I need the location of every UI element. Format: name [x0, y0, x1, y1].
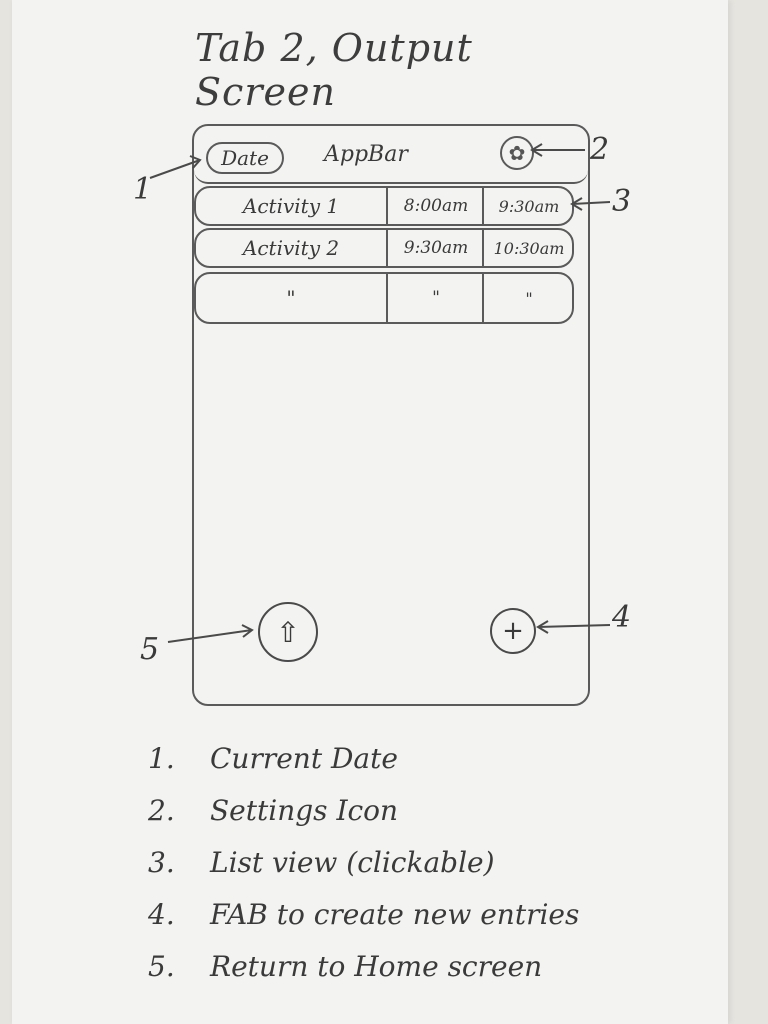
list-item[interactable]: " " "	[194, 272, 574, 324]
legend-number: 3.	[148, 845, 175, 879]
phone-frame: Date AppBar ✿ Activity 1 8:00am 9:30am A…	[192, 124, 590, 706]
legend-text: Return to Home screen	[210, 949, 543, 983]
activity-name: "	[286, 286, 296, 310]
activity-end-time: 10:30am	[482, 230, 574, 266]
add-entry-fab[interactable]: +	[490, 608, 536, 654]
legend-text: Settings Icon	[210, 793, 399, 827]
legend-text: List view (clickable)	[210, 845, 495, 879]
legend-number: 2.	[148, 793, 175, 827]
legend-item: 2. Settings Icon	[148, 784, 708, 836]
activity-start-time: 8:00am	[386, 188, 484, 224]
callout-1: 1	[133, 172, 153, 207]
legend-item: 4. FAB to create new entries	[148, 888, 708, 940]
callout-3: 3	[612, 184, 632, 219]
gear-icon: ✿	[508, 141, 526, 165]
list-item[interactable]: Activity 1 8:00am 9:30am	[194, 186, 574, 226]
app-bar: Date AppBar ✿	[194, 126, 588, 184]
legend: 1. Current Date 2. Settings Icon 3. List…	[148, 732, 708, 992]
paper-sheet	[12, 0, 728, 1024]
callout-4: 4	[612, 600, 632, 635]
activity-name: Activity 2	[242, 236, 340, 260]
callout-2: 2	[590, 132, 610, 167]
legend-text: Current Date	[210, 741, 398, 775]
home-fab[interactable]: ⇧	[258, 602, 318, 662]
date-button[interactable]: Date	[206, 142, 284, 174]
legend-number: 4.	[148, 897, 175, 931]
activity-end-time: "	[482, 274, 574, 322]
legend-item: 3. List view (clickable)	[148, 836, 708, 888]
activity-name: Activity 1	[242, 194, 340, 218]
legend-number: 1.	[148, 741, 175, 775]
legend-number: 5.	[148, 949, 175, 983]
sheet-title: Tab 2, Output Screen	[195, 26, 473, 114]
settings-button[interactable]: ✿	[500, 136, 534, 170]
activity-start-time: 9:30am	[386, 230, 484, 266]
legend-item: 5. Return to Home screen	[148, 940, 708, 992]
list-item[interactable]: Activity 2 9:30am 10:30am	[194, 228, 574, 268]
plus-icon: +	[502, 616, 524, 646]
legend-text: FAB to create new entries	[210, 897, 580, 931]
up-arrow-icon: ⇧	[276, 615, 300, 649]
legend-item: 1. Current Date	[148, 732, 708, 784]
callout-5: 5	[140, 632, 160, 667]
activity-end-time: 9:30am	[482, 188, 574, 224]
activity-start-time: "	[386, 274, 484, 322]
app-bar-title: AppBar	[324, 142, 408, 167]
